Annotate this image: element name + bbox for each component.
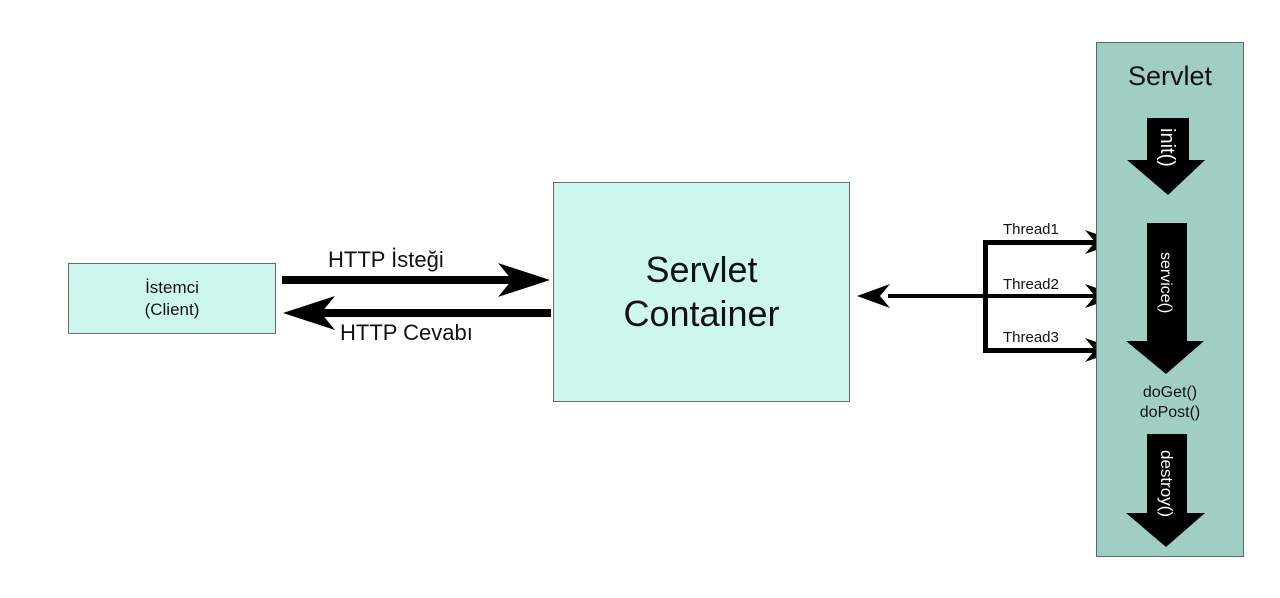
method-dopost: doPost() [1139, 404, 1201, 421]
servlet-panel: Servlet [1096, 42, 1244, 557]
container-label-line2: Container [623, 293, 780, 334]
http-response-label: HTTP Cevabı [340, 320, 473, 345]
servlet-container-box: Servlet Container [553, 182, 850, 402]
http-response-arrow [283, 296, 551, 330]
servlet-title: Servlet [1127, 61, 1213, 91]
container-label-line1: Servlet [645, 249, 758, 290]
http-request-label: HTTP İsteği [328, 247, 444, 272]
thread3-label: Thread3 [1003, 329, 1059, 346]
http-request-arrow [282, 263, 550, 297]
container-thread-connector [857, 240, 1118, 353]
method-doget: doGet() [1142, 384, 1198, 401]
client-label-line2: (Client) [144, 299, 200, 319]
thread1-label: Thread1 [1003, 221, 1059, 238]
client-box: İstemci (Client) [68, 263, 276, 334]
thread2-label: Thread2 [1003, 276, 1059, 293]
client-label-line1: İstemci [145, 277, 199, 297]
